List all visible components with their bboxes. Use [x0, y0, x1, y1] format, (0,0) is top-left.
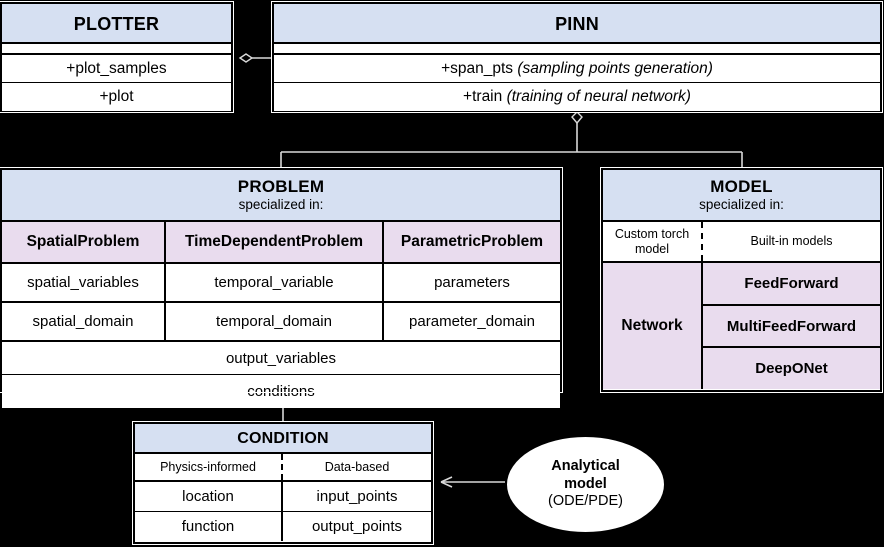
class-box-model[interactable]: MODEL specialized in: Custom torch model… [600, 167, 883, 393]
condition-column-physics-informed: Physics-informed [135, 454, 284, 480]
problem-attribute-row-0: spatial_variables temporal_variable para… [2, 264, 560, 303]
model-entry-multifeedforward[interactable]: MultiFeedForward [703, 305, 880, 349]
pinn-method-0-name: +span_pts [441, 59, 514, 77]
analytical-model-ellipse[interactable]: Analytical model (ODE/PDE) [505, 435, 666, 534]
condition-row-0: location input_points [135, 482, 431, 512]
class-box-pinn[interactable]: PINN +span_pts (sampling points generati… [271, 1, 883, 113]
problem-subtitle: specialized in: [238, 197, 324, 213]
subclass-spatial-problem[interactable]: SpatialProblem [2, 222, 166, 262]
condition-column-data-based: Data-based [324, 460, 390, 474]
condition-row-1: function output_points [135, 511, 431, 541]
model-header: MODEL specialized in: [603, 170, 880, 222]
pinn-title: PINN [555, 14, 599, 34]
pinn-method-0[interactable]: +span_pts (sampling points generation) [274, 55, 880, 83]
model-title: MODEL [710, 177, 773, 196]
problem-header: PROBLEM specialized in: [2, 170, 560, 222]
condition-attr-input-points: input_points [316, 487, 398, 505]
condition-title: CONDITION [237, 430, 329, 447]
attr-spatial-variables: spatial_variables [2, 264, 166, 301]
model-body: Network FeedForward MultiFeedForward Dee… [603, 263, 880, 390]
attr-output-variables: output_variables [2, 342, 560, 375]
subclass-parametric-problem[interactable]: ParametricProblem [384, 222, 560, 262]
model-column-custom-torch: Custom torch model [603, 222, 703, 261]
condition-column-header-row: Physics-informed Data-based [135, 454, 431, 482]
problem-subclass-header-row: SpatialProblem TimeDependentProblem Para… [2, 222, 560, 264]
plotter-method-1[interactable]: +plot [2, 83, 231, 111]
subclass-time-dependent-problem[interactable]: TimeDependentProblem [166, 222, 384, 262]
pinn-attributes-compartment [274, 44, 880, 55]
pinn-header: PINN [274, 4, 880, 44]
attr-parameters: parameters [384, 264, 560, 301]
arrowhead-to-condition [440, 476, 453, 488]
class-box-plotter[interactable]: PLOTTER +plot_samples +plot [0, 1, 234, 113]
class-box-condition[interactable]: CONDITION Physics-informed Data-based lo… [132, 421, 434, 545]
model-subtitle: specialized in: [699, 197, 784, 213]
problem-title: PROBLEM [237, 177, 325, 196]
analytical-model-line3: (ODE/PDE) [548, 493, 623, 510]
condition-attr-function: function [135, 511, 284, 541]
attr-conditions: conditions [2, 375, 560, 408]
attr-parameter-domain: parameter_domain [384, 303, 560, 340]
problem-attribute-row-1: spatial_domain temporal_domain parameter… [2, 303, 560, 342]
diamond-pinn-bus [571, 111, 583, 125]
analytical-model-line2: model [564, 475, 607, 492]
pinn-method-1-name: +train [463, 88, 503, 105]
model-column-builtin: Built-in models [750, 234, 833, 249]
analytical-model-line1: Analytical [551, 458, 620, 475]
plotter-attributes-compartment [2, 44, 231, 55]
pinn-method-1-note: (training of neural network) [506, 88, 691, 105]
pinn-method-1[interactable]: +train (training of neural network) [274, 83, 880, 111]
model-entry-feedforward[interactable]: FeedForward [703, 263, 880, 306]
pinn-method-0-note: (sampling points generation) [517, 59, 713, 77]
condition-attr-output-points: output_points [311, 517, 403, 535]
plotter-header: PLOTTER [2, 4, 231, 44]
model-entry-network[interactable]: Network [603, 263, 703, 389]
attr-temporal-variable: temporal_variable [166, 264, 384, 301]
model-entry-deeponet[interactable]: DeepONet [703, 348, 880, 390]
condition-header: CONDITION [135, 424, 431, 454]
attr-spatial-domain: spatial_domain [2, 303, 166, 340]
model-builtin-list: FeedForward MultiFeedForward DeepONet [703, 263, 880, 390]
model-column-header-row: Custom torch model Built-in models [603, 222, 880, 263]
class-box-problem[interactable]: PROBLEM specialized in: SpatialProblem T… [0, 167, 563, 408]
diamond-plotter [238, 53, 254, 63]
plotter-title: PLOTTER [73, 14, 160, 34]
attr-temporal-domain: temporal_domain [166, 303, 384, 340]
plotter-method-0[interactable]: +plot_samples [2, 55, 231, 83]
condition-attr-location: location [135, 482, 284, 511]
